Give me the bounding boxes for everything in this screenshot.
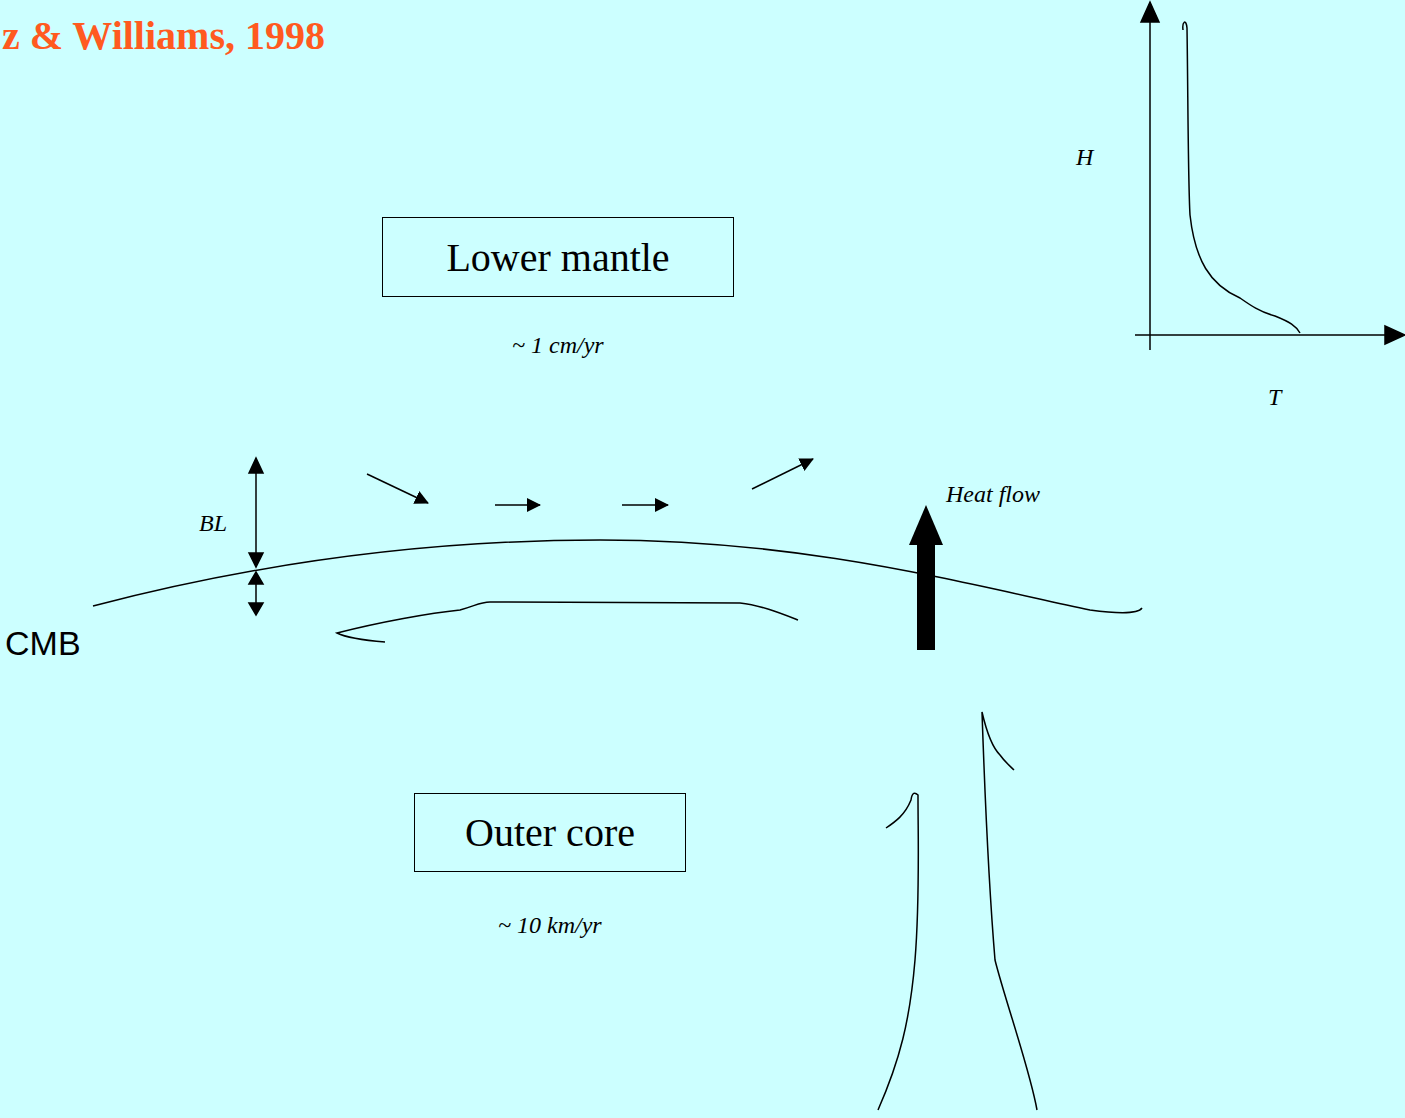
bl-arrow: [255, 470, 257, 555]
axis-label: T: [1268, 384, 1281, 411]
cmb-label: CMB: [5, 624, 81, 663]
core-flow-line: [337, 602, 798, 642]
heat-flow-label: Heat flow: [946, 481, 1040, 508]
heat-flow-arrow-head: [909, 505, 943, 545]
graph-axis: [1149, 12, 1151, 350]
speed-note: ~ 10 km/yr: [498, 912, 602, 939]
plume-line: [982, 712, 1037, 1110]
boundary-layer-label: BL: [199, 510, 227, 537]
title: z & Williams, 1998: [2, 12, 325, 59]
region-box: Outer core: [414, 793, 686, 872]
region-box: Lower mantle: [382, 217, 734, 297]
heat-flow-arrow: [917, 540, 935, 650]
graph-axis: [1135, 334, 1390, 336]
region-label: Lower mantle: [446, 234, 669, 281]
axis-label: H: [1076, 144, 1093, 171]
flow-arrow: [495, 504, 540, 506]
flow-arrow: [752, 459, 813, 489]
plume-line: [878, 793, 918, 1110]
speed-note: ~ 1 cm/yr: [512, 332, 604, 359]
region-label: Outer core: [465, 809, 635, 856]
flow-arrow: [622, 504, 668, 506]
temperature-curve: [1183, 22, 1300, 333]
flow-arrow: [367, 474, 428, 503]
